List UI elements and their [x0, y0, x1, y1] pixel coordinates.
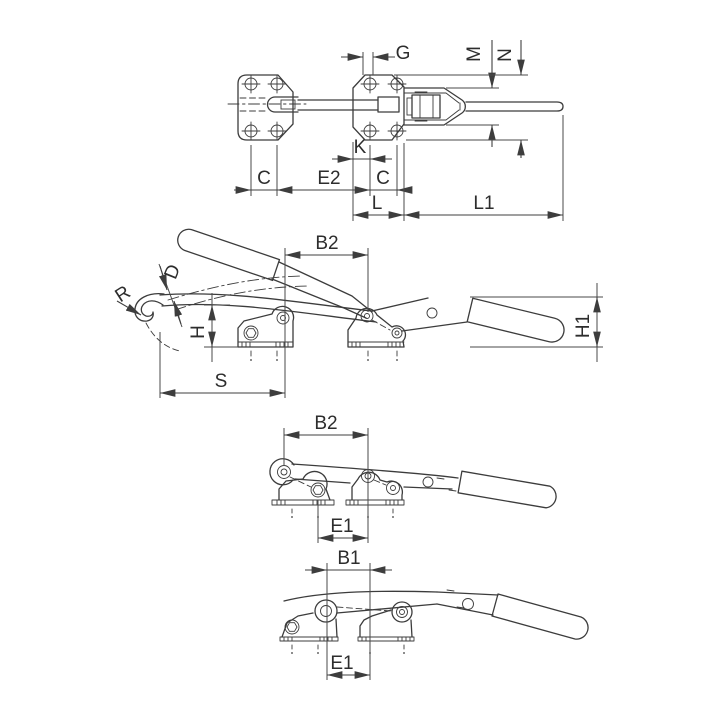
side-view-open: B2 D R H S H1 [112, 228, 603, 398]
handle-hole [462, 598, 474, 610]
side-view-closed: B2 E1 [269, 413, 557, 543]
middle-mounting-plate [352, 74, 407, 141]
hook-bar-top [159, 293, 373, 312]
rear-bracket [347, 307, 407, 361]
bar-end-lobe [269, 458, 295, 486]
bar-top-edge [291, 463, 459, 479]
handle-hole [422, 476, 434, 488]
rear-bracket [345, 469, 405, 518]
rod [297, 99, 379, 111]
dim-label-n: N [495, 48, 516, 62]
front-bracket [271, 470, 335, 518]
dim-label-h: H [188, 325, 209, 339]
plan-view: G M N K C E2 C [227, 40, 564, 221]
handle-bar [436, 591, 499, 616]
dim-label-b2: B2 [315, 233, 338, 254]
bar-bottom-edge [336, 603, 438, 614]
handle-grip [491, 593, 589, 640]
dim-label-l1: L1 [473, 193, 494, 214]
hook-swing-arc [145, 322, 181, 352]
hook [134, 293, 165, 322]
dim-label-b2: B2 [314, 413, 337, 434]
front-bracket [237, 305, 295, 361]
side-closed-dimensions: B2 E1 [283, 413, 369, 543]
plate-holes [360, 74, 407, 141]
dim-label-g: G [396, 43, 411, 64]
dim-label-s: S [215, 371, 228, 392]
phantom-line [167, 275, 303, 301]
plate-holes [241, 74, 287, 141]
dim-label-r: R [112, 282, 135, 307]
front-bracket [279, 612, 339, 654]
dim-label-e2: E2 [317, 168, 340, 189]
handle-marks [436, 477, 457, 492]
dim-label-e1: E1 [330, 516, 353, 537]
side-view-closed-alt: B1 E1 [279, 548, 589, 680]
phantom-line [174, 285, 308, 311]
dim-label-b1: B1 [337, 548, 360, 569]
handle-grip [457, 470, 557, 509]
dim-label-e1: E1 [330, 653, 353, 674]
handle-bar-closed [371, 297, 468, 332]
dim-label-k: K [354, 137, 367, 158]
handle-bar-raised [271, 261, 373, 319]
left-mounting-plate [237, 74, 299, 141]
dim-label-m: M [464, 46, 485, 62]
plan-dimensions: G M N K C E2 C [234, 40, 564, 221]
pivot-hole [277, 465, 291, 479]
bar-top-edge [283, 590, 438, 602]
handle-grip-closed [466, 297, 565, 343]
side-closed-alt-dimensions: B1 E1 [305, 548, 392, 680]
dim-label-l: L [372, 193, 383, 214]
bar-end-lobe [314, 599, 338, 623]
dim-label-c-right: C [376, 168, 390, 189]
handle-hole [426, 307, 438, 319]
hook-bar-bottom [161, 303, 377, 323]
latch-u-bolt [403, 87, 466, 126]
spindle-rod [465, 101, 564, 112]
bar-bottom-edge [294, 478, 453, 490]
handle-marks [446, 589, 465, 609]
rear-bracket [336, 601, 415, 654]
handle-grip-raised [177, 228, 281, 282]
dim-label-h1: H1 [573, 314, 594, 338]
dim-label-c-left: C [257, 168, 271, 189]
